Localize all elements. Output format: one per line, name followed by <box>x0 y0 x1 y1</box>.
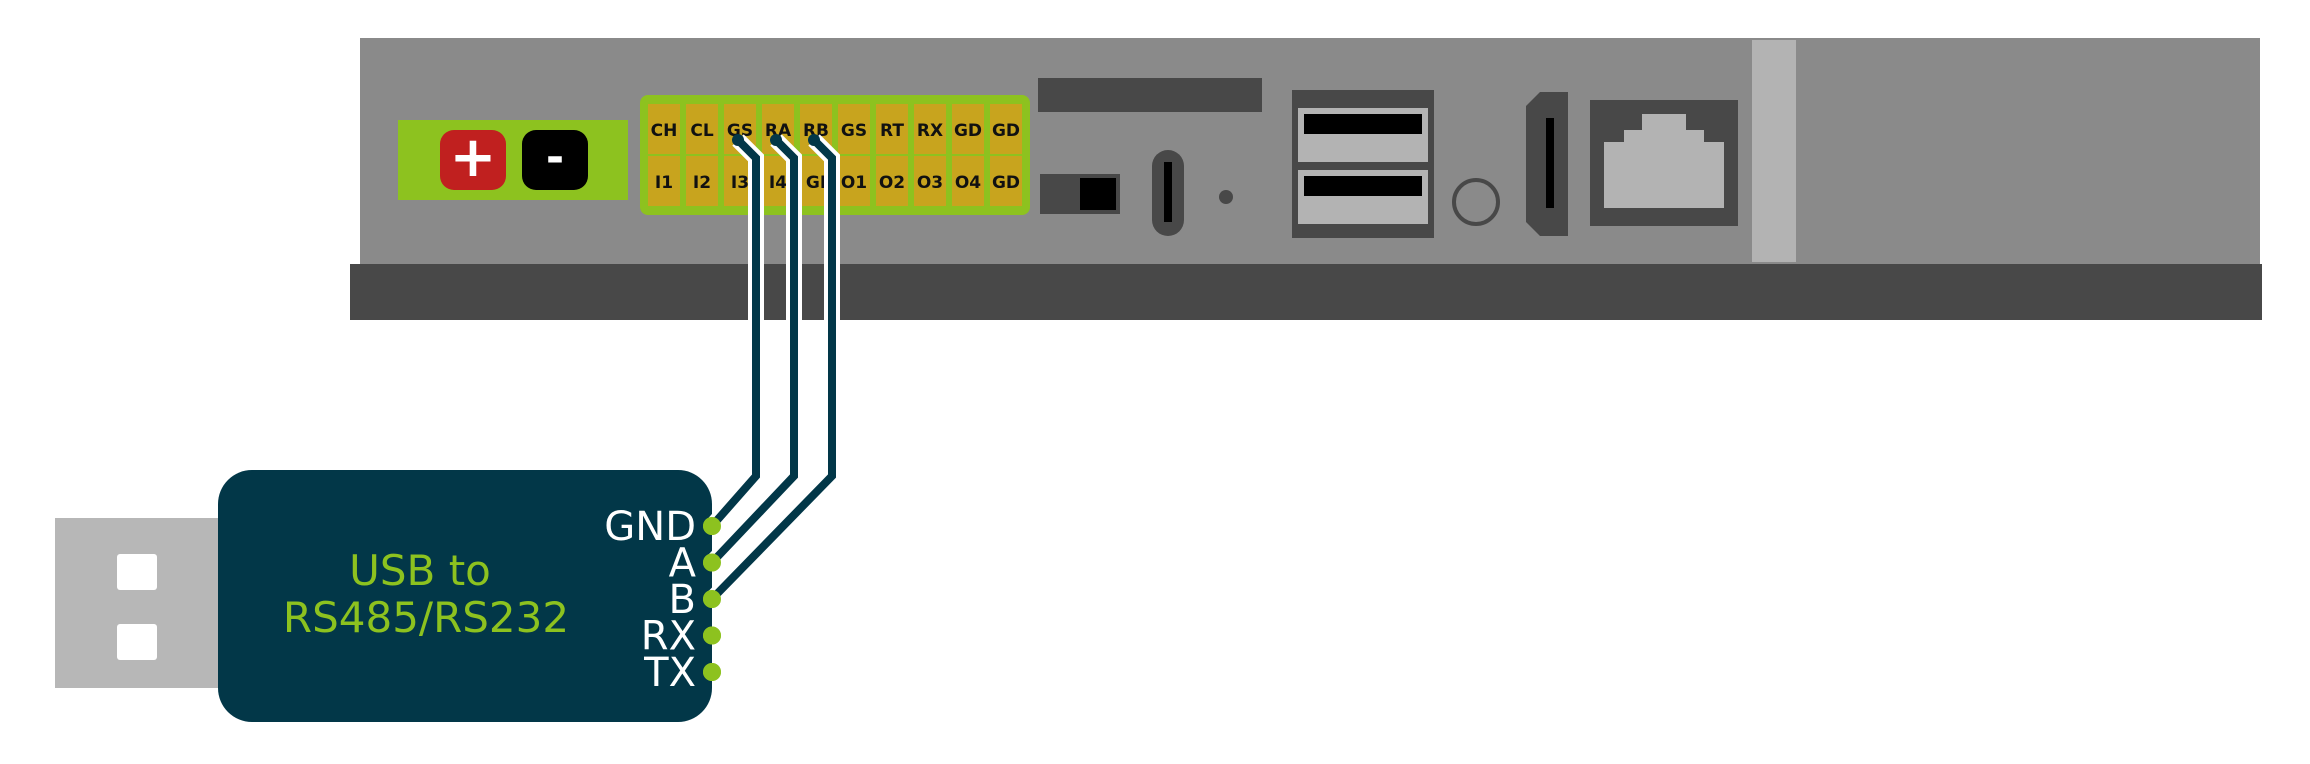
plus-label: + <box>450 125 497 190</box>
slide-switch[interactable] <box>1040 174 1120 214</box>
ethernet-socket <box>1604 114 1724 208</box>
usb-c-tongue <box>1164 162 1172 222</box>
usb-c-port <box>1152 150 1184 236</box>
adapter-body <box>218 470 712 722</box>
terminal-top-label: GD <box>954 121 982 141</box>
terminal-top-1 <box>648 104 680 154</box>
terminal-bottom-8 <box>914 156 946 206</box>
terminal-bottom-6 <box>838 156 870 206</box>
adapter-pin-label: B <box>669 577 696 623</box>
terminal-top-label: GS <box>841 121 867 141</box>
minus-label: - <box>546 132 564 183</box>
side-stripe <box>1752 40 1796 262</box>
usb-a-port-1-tongue <box>1304 114 1422 134</box>
usb-plug-body <box>55 518 235 688</box>
reset-button[interactable] <box>1452 178 1500 226</box>
terminal-top-label: GD <box>992 121 1020 141</box>
wire-endpoint <box>808 134 820 146</box>
adapter-pin-dot-rx <box>703 626 721 645</box>
wire-ra-to-a <box>709 137 798 566</box>
ethernet-port <box>1590 100 1738 226</box>
terminal-top-label: GS <box>727 121 753 141</box>
power-connector: + - <box>398 120 628 200</box>
terminal-bottom-label: O3 <box>917 173 943 193</box>
power-block <box>398 120 628 200</box>
adapter-pin-dot-gnd <box>703 517 721 535</box>
usb-a-port-2-tongue <box>1304 176 1422 196</box>
plus-terminal <box>440 130 506 190</box>
adapter-pin-dot-tx <box>703 663 721 681</box>
terminal-bottom-2 <box>686 156 718 206</box>
usb-plug <box>55 518 235 688</box>
adapter-pin-label: A <box>669 541 697 587</box>
terminal-top-2 <box>686 104 718 154</box>
usb-a-ports <box>1292 90 1434 238</box>
terminal-bottom-label: GI <box>806 173 826 193</box>
terminal-bottom-label: I3 <box>731 173 749 193</box>
terminal-top-8 <box>914 104 946 154</box>
terminal-bottom-label: O1 <box>841 173 867 193</box>
wire-rb-to-b <box>709 137 836 602</box>
terminal-top-label: RT <box>880 121 904 141</box>
terminal-top-label: CL <box>690 121 713 141</box>
adapter-pin-dot-b <box>703 590 721 608</box>
wire-gs-to-gnd <box>708 137 760 529</box>
terminal-bottom-label: O2 <box>879 173 905 193</box>
terminal-top-7 <box>876 104 908 154</box>
adapter-title-line2: RS485/RS232 <box>283 593 569 642</box>
hdmi-tongue <box>1546 118 1554 208</box>
wires <box>703 134 840 681</box>
terminal-bottom-label: I2 <box>693 173 711 193</box>
terminal-top-9 <box>952 104 984 154</box>
terminal-top-10 <box>990 104 1022 154</box>
terminal-bottom-label: GD <box>992 173 1020 193</box>
usb-plug-hole-1 <box>117 554 157 590</box>
terminal-bottom-10 <box>990 156 1022 206</box>
adapter-pin-label: TX <box>643 650 696 696</box>
terminal-bottom-label: I4 <box>769 173 787 193</box>
minus-terminal <box>522 130 588 190</box>
terminal-top-label: CH <box>651 121 678 141</box>
wire-endpoint <box>732 134 744 146</box>
switch-knob[interactable] <box>1080 178 1116 210</box>
terminal-bottom-7 <box>876 156 908 206</box>
terminal-bottom-9 <box>952 156 984 206</box>
terminal-top-label: RB <box>803 121 829 141</box>
usb-plug-hole-2 <box>117 624 157 660</box>
adapter-pin-label: RX <box>641 614 696 660</box>
terminal-top-6 <box>838 104 870 154</box>
terminal-bottom-label: I1 <box>655 173 673 193</box>
adapter-pin-label: GND <box>604 504 696 550</box>
terminal-bottom-1 <box>648 156 680 206</box>
wire-endpoint <box>770 134 782 146</box>
device-base <box>350 264 2262 320</box>
terminal-top-label: RX <box>917 121 943 141</box>
sd-card-slot <box>1038 78 1262 112</box>
adapter-pin-dot-a <box>703 553 721 572</box>
hdmi-port <box>1526 92 1568 236</box>
status-led <box>1219 190 1233 204</box>
adapter-title-line1: USB to <box>349 546 491 595</box>
terminal-bottom-label: O4 <box>955 173 981 193</box>
